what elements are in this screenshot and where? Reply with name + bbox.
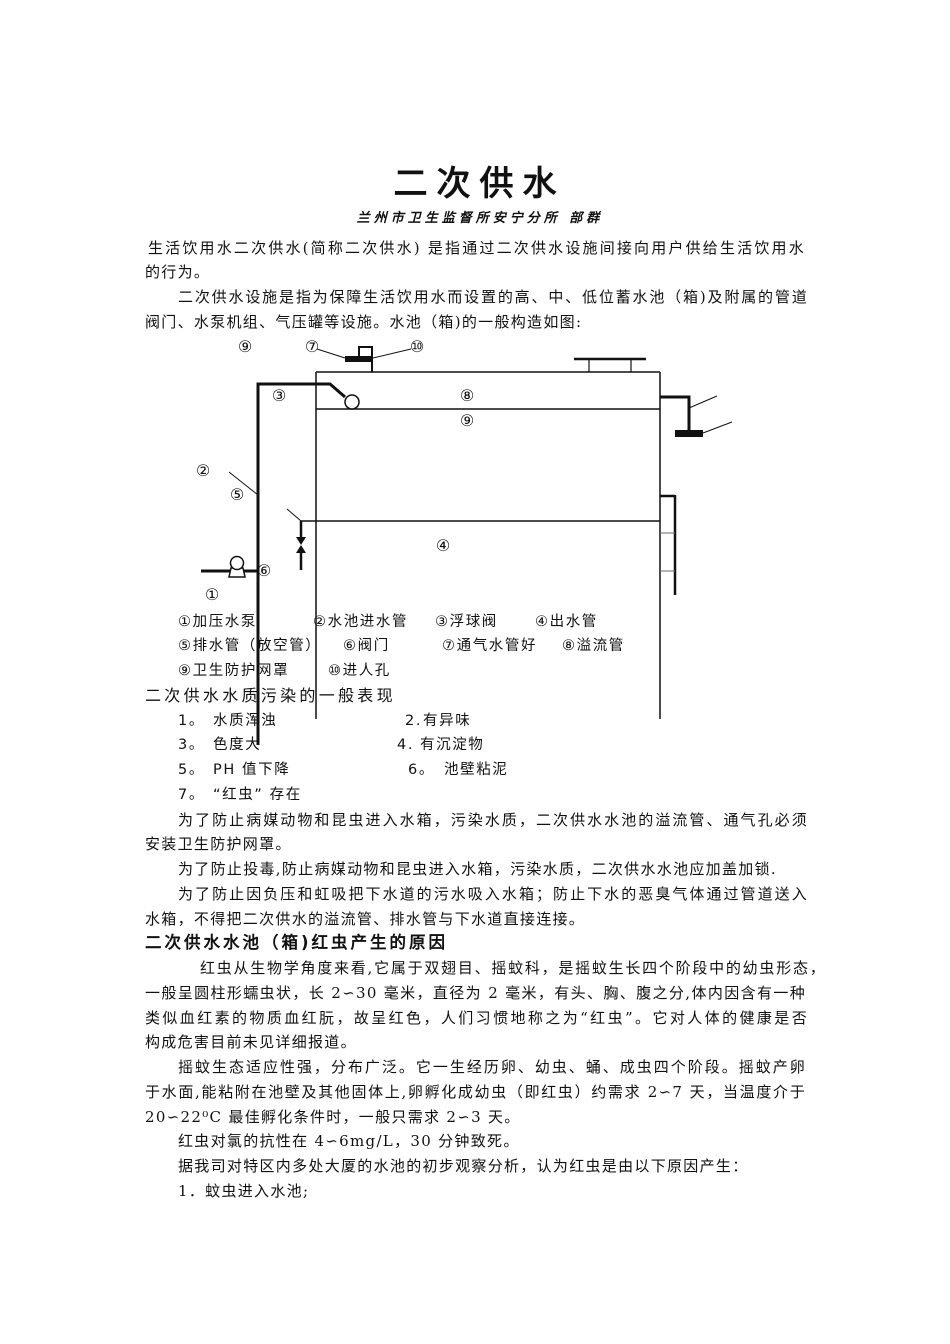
list-item-text: 有异味 bbox=[423, 712, 472, 729]
list-item-num: 6。 bbox=[408, 762, 435, 779]
intro-p1-line-2: 的行为。 bbox=[145, 263, 211, 282]
protective-cover bbox=[574, 357, 646, 372]
document-title: 二次供水 bbox=[393, 164, 566, 204]
diagram-label-1: ① bbox=[204, 585, 220, 604]
s2-p1-line-4: 构成危害目前未见详细报道。 bbox=[145, 1033, 357, 1052]
diagram-label-9-inner: ⑨ bbox=[459, 411, 475, 430]
list-item-text: 水质浑浊 bbox=[213, 712, 278, 729]
list-item-num: 4. bbox=[397, 737, 415, 754]
list-item-text: 色度大 bbox=[213, 737, 262, 754]
s2-p4-line-1: 据我司对特区内多处大厦的水池的初步观察分析，认为红虫是由以下原因产生： bbox=[178, 1157, 749, 1176]
overflow-pipe bbox=[660, 395, 733, 437]
intro-p2-line-2: 阀门、水泵机组、气压罐等设施。水池（箱)的一般构造如图: bbox=[145, 312, 583, 331]
intro-p2-line-1: 二次供水设施是指为保障生活饮用水而设置的高、中、低位蓄水池（箱)及附属的管道 bbox=[178, 288, 808, 307]
legend-item-2: ②水池进水管 bbox=[313, 613, 409, 630]
legend-item-1: ①加压水泵 bbox=[178, 613, 257, 630]
s1-p3-line-2: 水箱，不得把二次供水的溢流管、排水管与下水道直接连接。 bbox=[145, 909, 586, 928]
list-item-text: 池壁粘泥 bbox=[444, 762, 509, 779]
tank-body bbox=[301, 371, 661, 719]
intro-p1-line-1: 生活饮用水二次供水(简称二次供水) 是指通过二次供水设施间接向用户供给生活饮用水 bbox=[148, 238, 805, 257]
diagram-label-10: ⑩ bbox=[409, 337, 425, 356]
s2-p2-line-1: 摇蚊生态适应性强，分布广泛。它一生经历卵、幼虫、蛹、成虫四个阶段。摇蚊产卵 bbox=[178, 1058, 806, 1077]
legend-item-5: ⑤排水管（放空管） bbox=[178, 638, 322, 655]
list-item-num: 7。 bbox=[178, 786, 205, 803]
s2-p3-line-1: 红虫对氯的抗性在 4∽6mg/L，30 分钟致死。 bbox=[178, 1132, 520, 1151]
s2-p2-line-3: 20∽22⁰C 最佳孵化条件时，一般只需求 2∽3 天。 bbox=[145, 1107, 521, 1126]
diagram-label-8: ⑧ bbox=[459, 386, 475, 405]
diagram-label-4: ④ bbox=[435, 536, 451, 555]
list-item-text: “红虫” 存在 bbox=[213, 786, 302, 803]
legend-item-3: ③浮球阀 bbox=[435, 613, 498, 630]
legend-item-9: ⑨卫生防护网罩 bbox=[178, 663, 290, 680]
legend-item-6: ⑥阀门 bbox=[343, 638, 390, 655]
s1-p3-line-1: 为了防止因负压和虹吸把下水道的污水吸入水箱；防止下水的恶臭气体通过管道送入 bbox=[178, 884, 808, 903]
list-item-text: PH 值下降 bbox=[213, 762, 291, 779]
diagram-label-6: ⑥ bbox=[256, 561, 272, 580]
s1-p1-line-2: 安装卫生防护网罩。 bbox=[145, 835, 292, 854]
manhole-vent bbox=[316, 346, 412, 372]
list-item-num: 3。 bbox=[178, 737, 205, 754]
s2-p1-line-3: 类似血红素的物质血红朊，故呈红色，人们习惯地称之为“红虫”。它对人体的健康是否 bbox=[145, 1008, 808, 1027]
s2-p1-line-1: 红虫从生物学角度来看,它属于双翅目、摇蚊科，是摇蚊生长四个阶段中的幼虫形态， bbox=[200, 959, 826, 978]
diagram-label-9-top: ⑨ bbox=[237, 337, 253, 356]
author-line: 兰州市卫生监督所安宁分所 部群 bbox=[356, 211, 604, 226]
list-item-text: 有沉淀物 bbox=[420, 737, 485, 754]
diagram-label-7: ⑦ bbox=[304, 337, 320, 356]
drain-pipe bbox=[286, 508, 306, 570]
s1-p2-line-1: 为了防止投毒,防止病媒动物和昆虫进入水箱，污染水质，二次供水水池应加盖加锁. bbox=[178, 860, 777, 879]
inlet-pipe bbox=[228, 382, 360, 745]
list-item-num: 5。 bbox=[178, 762, 205, 779]
legend-item-10: ⑩进人孔 bbox=[328, 663, 391, 680]
s1-p1-line-1: 为了防止病媒动物和昆虫进入水箱，污染水质，二次供水水池的溢流管、通气孔必须 bbox=[178, 810, 808, 829]
s2-cause-item-1: 1．蚊虫进入水池; bbox=[178, 1181, 310, 1200]
list-item-num: 2. bbox=[405, 712, 423, 729]
diagram-label-2: ② bbox=[195, 461, 211, 480]
s2-p2-line-2: 于水面,能粘附在池壁及其他固体上,卵孵化成幼虫（即红虫）约需求 2∽7 天，当温… bbox=[145, 1082, 806, 1101]
legend-item-4: ④出水管 bbox=[535, 613, 598, 630]
outlet-pipe bbox=[660, 494, 677, 595]
list-item-num: 1。 bbox=[178, 712, 205, 729]
diagram-label-3: ③ bbox=[271, 386, 287, 405]
legend-item-7: ⑦通气水管好 bbox=[442, 638, 538, 655]
pump bbox=[201, 555, 258, 578]
section-heading-pollution: 二次供水水质污染的一般表现 bbox=[145, 685, 396, 705]
legend-item-8: ⑧溢流管 bbox=[562, 638, 625, 655]
section-heading-red-worm: 二次供水水池（箱)红虫产生的原因 bbox=[145, 933, 449, 953]
s2-p1-line-2: 一般呈圆柱形蠕虫状，长 2∽30 毫米，直径为 2 毫米，有头、胸、腹之分,体内… bbox=[145, 983, 806, 1002]
diagram-label-5: ⑤ bbox=[229, 485, 245, 504]
